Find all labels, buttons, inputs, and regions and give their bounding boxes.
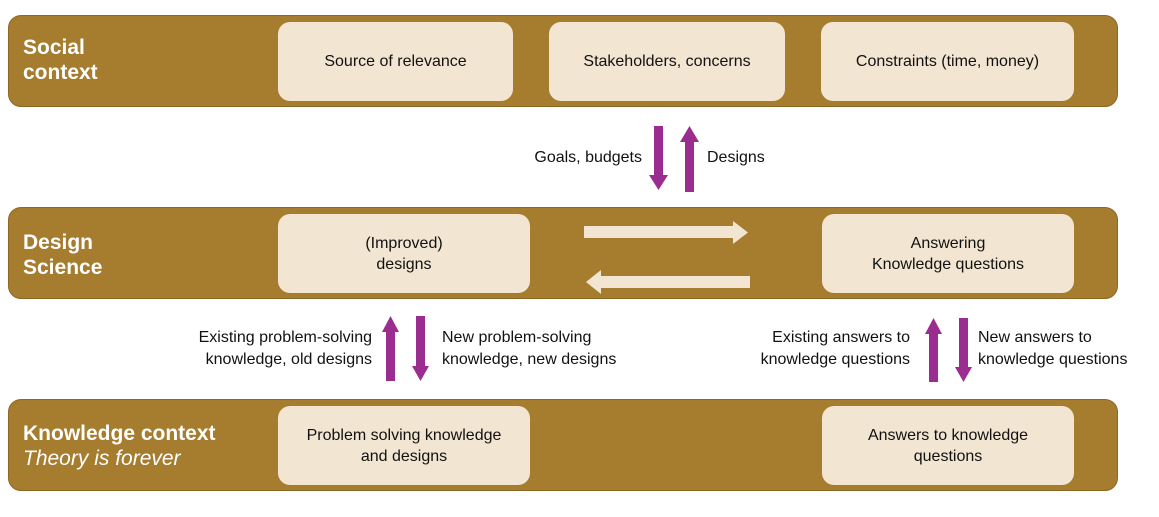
goals-budgets-label: Goals, budgets <box>534 149 642 166</box>
improved-designs-box: (Improved) designs <box>278 214 530 293</box>
answering-knowledge-questions-box: Answering Knowledge questions <box>822 214 1074 293</box>
arrow-up-existing-problem-solving-icon <box>382 316 399 381</box>
existing-problem-solving-label: Existing problem-solving knowledge, old … <box>198 329 372 368</box>
knowledge-context-heading: Knowledge context <box>23 422 216 445</box>
existing-answers-label: Existing answers to knowledge questions <box>760 329 910 368</box>
knowledge-context-title: Knowledge context Theory is forever <box>23 421 216 471</box>
arrow-down-goals-icon <box>649 126 668 190</box>
new-problem-solving-label: New problem-solving knowledge, new desig… <box>442 329 617 368</box>
knowledge-context-subtitle: Theory is forever <box>23 447 181 470</box>
arrow-down-new-problem-solving-icon <box>412 316 429 381</box>
arrow-down-new-answers-icon <box>955 318 972 382</box>
problem-solving-knowledge-box: Problem solving knowledge and designs <box>278 406 530 485</box>
answers-to-knowledge-questions-box: Answers to knowledge questions <box>822 406 1074 485</box>
arrow-up-designs-icon <box>680 126 699 192</box>
design-science-title: Design Science <box>23 231 103 279</box>
source-of-relevance-box: Source of relevance <box>278 22 513 101</box>
social-context-title: Social context <box>23 36 98 84</box>
new-answers-label: New answers to knowledge questions <box>978 329 1128 368</box>
designs-label: Designs <box>707 149 765 166</box>
constraints-box: Constraints (time, money) <box>821 22 1074 101</box>
stakeholders-concerns-box: Stakeholders, concerns <box>549 22 785 101</box>
arrow-up-existing-answers-icon <box>925 318 942 382</box>
